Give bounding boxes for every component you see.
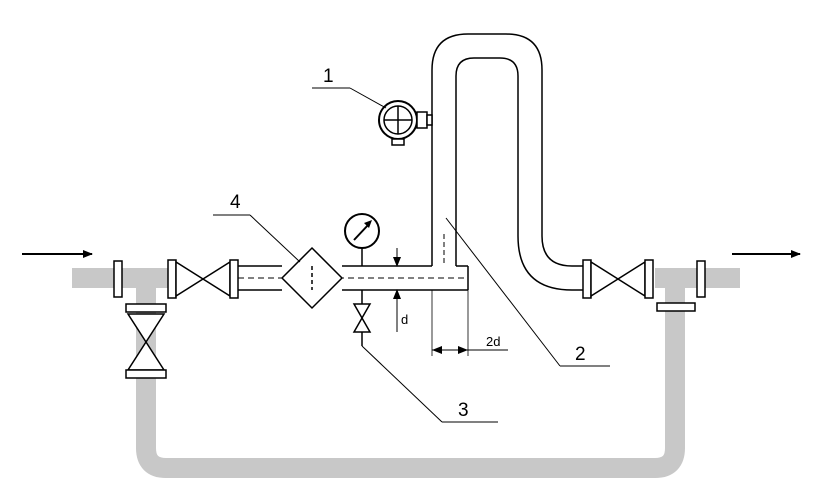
gate-valve-icon: [167, 259, 239, 299]
main-pipe: [238, 265, 469, 291]
outlet-flange: [696, 260, 706, 298]
callout-3-label: 3: [458, 400, 469, 421]
u-loop-pipe: [431, 33, 590, 291]
filter-icon: [280, 246, 344, 310]
dimension-2d: 2d: [431, 290, 508, 356]
pressure-gauge-icon: [344, 213, 380, 266]
callout-1: 1: [312, 66, 387, 109]
bypass-valve-icon: [125, 303, 167, 379]
inlet-flange: [113, 260, 123, 298]
dimension-2d-label: 2d: [486, 334, 500, 349]
outlet-gate-valve-icon: [582, 259, 654, 299]
callout-3: 3: [361, 345, 498, 423]
bypass-branch-flange: [656, 302, 696, 312]
callout-4: 4: [213, 192, 301, 263]
bypass-pipe: [72, 268, 740, 478]
callout-1-label: 1: [323, 66, 334, 87]
dimension-d: d: [382, 248, 430, 332]
dimension-d-label: d: [401, 312, 408, 327]
callout-2-label: 2: [575, 344, 586, 365]
needle-valve-icon: [352, 290, 372, 346]
callout-4-label: 4: [230, 192, 241, 213]
callout-2: 2: [445, 217, 610, 367]
flow-meter-icon: [378, 100, 433, 146]
